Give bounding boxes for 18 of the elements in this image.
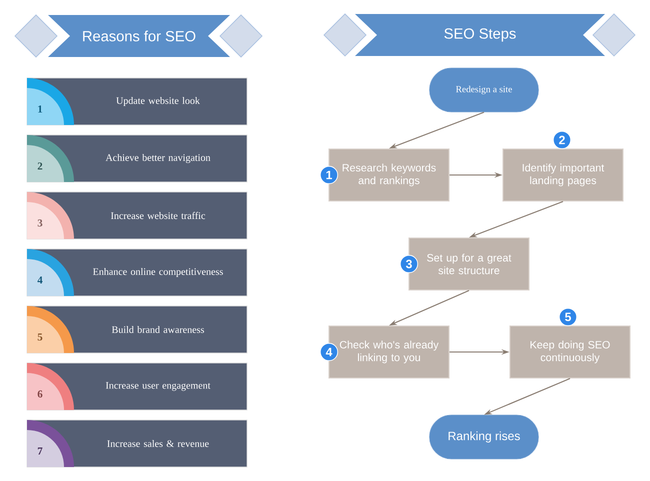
title-ribbon: SEO Steps — [355, 14, 605, 56]
number-badge: 4 — [320, 342, 338, 362]
terminal-pill: Redesign a site — [429, 68, 539, 112]
reason-bar: 2 Achieve better navigation — [26, 134, 248, 182]
reason-bar: 6 Increase user engagement — [26, 362, 248, 410]
reason-bar: 7 Increase sales & revenue — [26, 420, 248, 468]
reason-bar: 1 Update website look — [26, 78, 248, 126]
number-badge: 5 — [558, 308, 578, 326]
reason-bar: 4 Enhance online competitiveness — [26, 248, 248, 296]
number-badge: 3 — [400, 254, 418, 274]
number-badge: 1 — [320, 166, 338, 184]
number-badge: 2 — [552, 130, 572, 150]
reason-bar: 5 Build brand awareness — [26, 306, 248, 354]
process-box: Identify important landing pages — [502, 148, 624, 202]
reason-bar: 3 Increase website traffic — [26, 192, 248, 240]
title-ribbon: Reasons for SEO — [48, 15, 230, 57]
terminal-pill: Ranking rises — [429, 414, 539, 460]
process-box: Keep doing SEO continuously — [509, 325, 631, 379]
